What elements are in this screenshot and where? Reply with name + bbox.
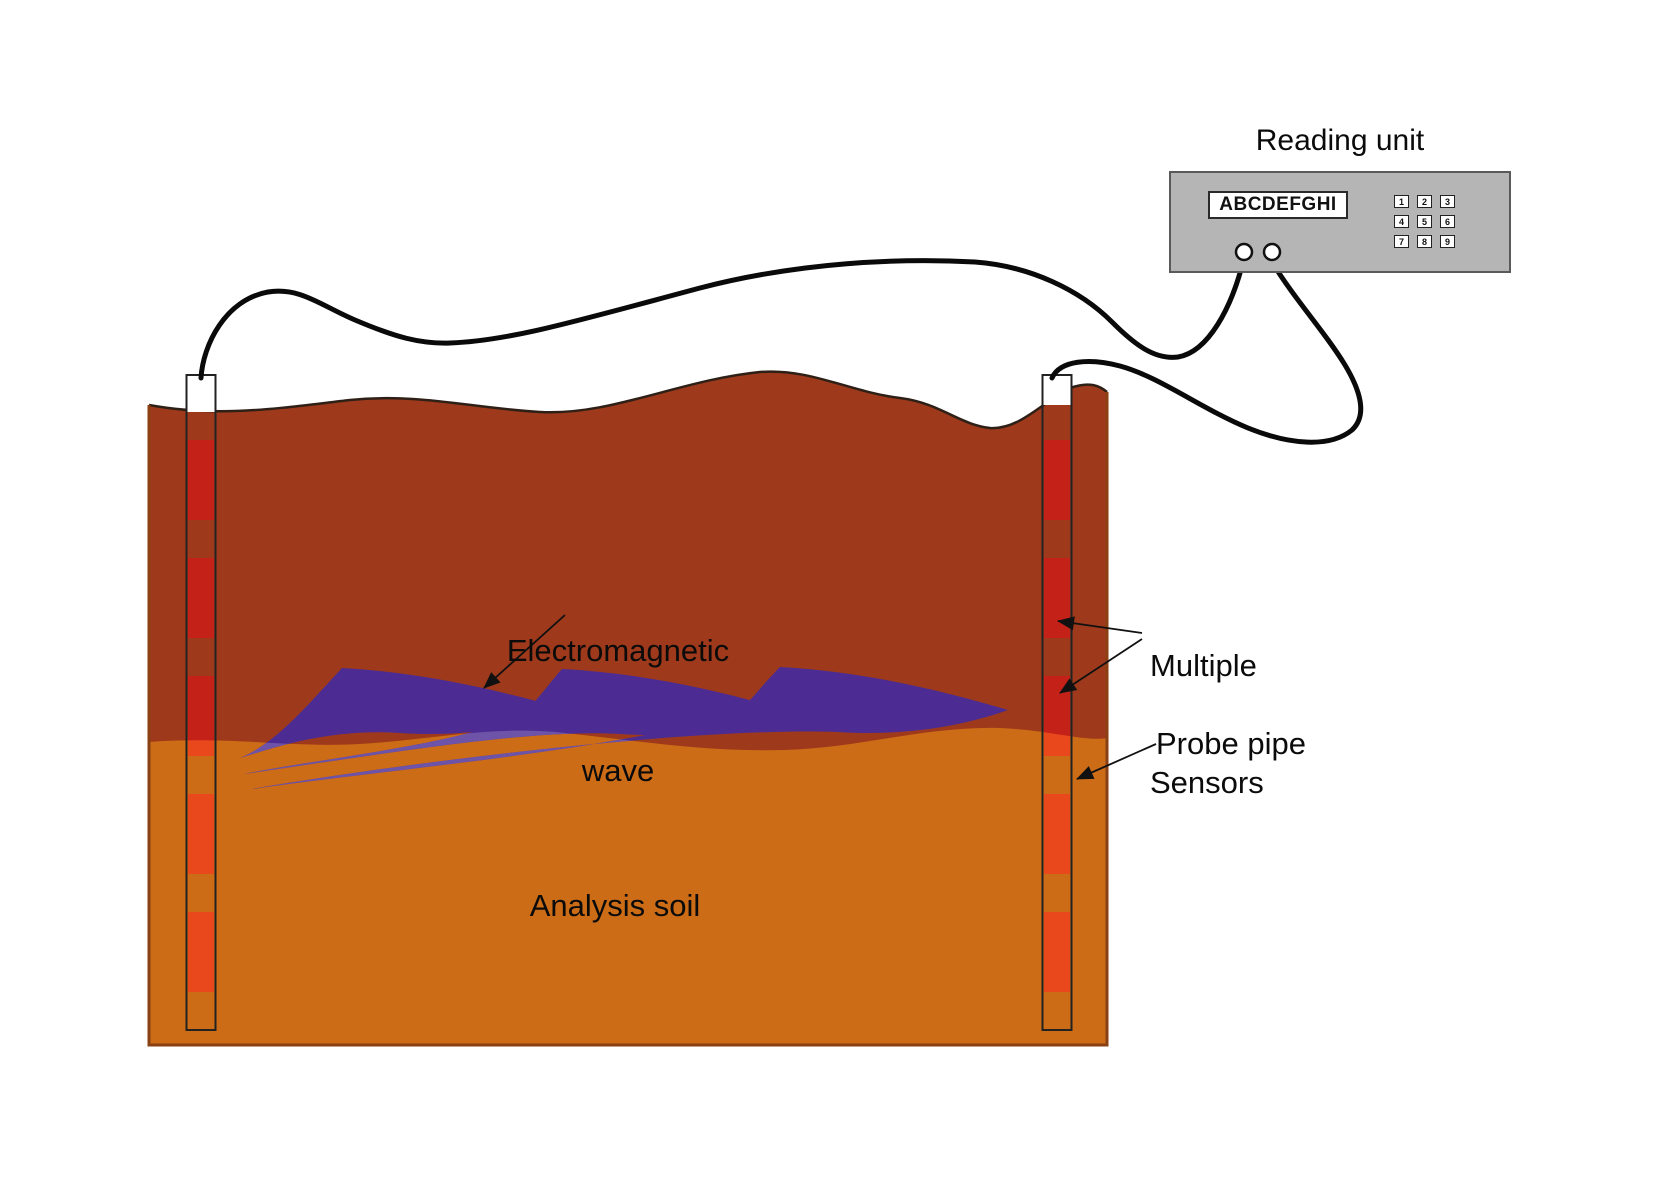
em-wave-arrow — [483, 614, 566, 689]
left-probe-cable — [198, 255, 1247, 381]
sensors-arrow-lower — [1059, 638, 1143, 694]
keypad-button-8[interactable]: 8 — [1417, 235, 1432, 248]
keypad-button-3[interactable]: 3 — [1440, 195, 1455, 208]
reading-unit-keypad: 1 2 3 4 5 6 7 8 9 — [1394, 195, 1455, 248]
keypad-button-1[interactable]: 1 — [1394, 195, 1409, 208]
right-probe-cable — [1049, 259, 1364, 445]
display-text: ABCDEFGHI — [1219, 194, 1337, 215]
reading-unit-box-border — [1169, 171, 1511, 273]
keypad-button-7[interactable]: 7 — [1394, 235, 1409, 248]
analysis-soil-label: Analysis soil — [529, 888, 701, 923]
wave-crest-1 — [240, 668, 572, 758]
soil-container-edge — [147, 392, 1109, 1047]
connector-socket-right — [1262, 242, 1282, 262]
wave-crest-3 — [246, 667, 1008, 790]
left-probe-top — [187, 375, 215, 412]
right-probe-top — [1043, 375, 1071, 405]
keypad-button-6[interactable]: 6 — [1440, 215, 1455, 228]
electromagnetic-wave-line1: Electromagnetic — [506, 633, 730, 668]
em-wave-crescents — [240, 667, 1008, 790]
keypad-button-2[interactable]: 2 — [1417, 195, 1432, 208]
reading-unit-display: ABCDEFGHI — [1208, 191, 1348, 219]
reading-unit-box — [1170, 172, 1510, 272]
sensor-segments-bright — [188, 727, 1070, 992]
ground-surface-line — [148, 370, 1108, 430]
electromagnetic-wave-label: Electromagnetic wave — [438, 551, 798, 871]
wave-crest-2 — [244, 669, 792, 774]
right-probe-pipe — [1041, 374, 1073, 1031]
probe-pipe-label: Probe pipe — [1156, 726, 1306, 761]
keypad-button-5[interactable]: 5 — [1417, 215, 1432, 228]
reading-unit-title: Reading unit — [1255, 124, 1425, 157]
connector-socket-left — [1234, 242, 1254, 262]
leader-arrows — [483, 614, 1157, 780]
sensors-arrow-upper — [1057, 616, 1143, 634]
electromagnetic-wave-line2: wave — [581, 753, 655, 788]
keypad-button-4[interactable]: 4 — [1394, 215, 1409, 228]
multiple-sensors-line1: Multiple — [1150, 648, 1257, 683]
multiple-sensors-line2: Sensors — [1150, 765, 1264, 800]
probe-pipe-arrow — [1076, 743, 1157, 780]
subsoil-region — [149, 727, 1107, 1045]
keypad-button-9[interactable]: 9 — [1440, 235, 1455, 248]
multiple-sensors-label: Multiple Sensors — [1150, 568, 1264, 880]
